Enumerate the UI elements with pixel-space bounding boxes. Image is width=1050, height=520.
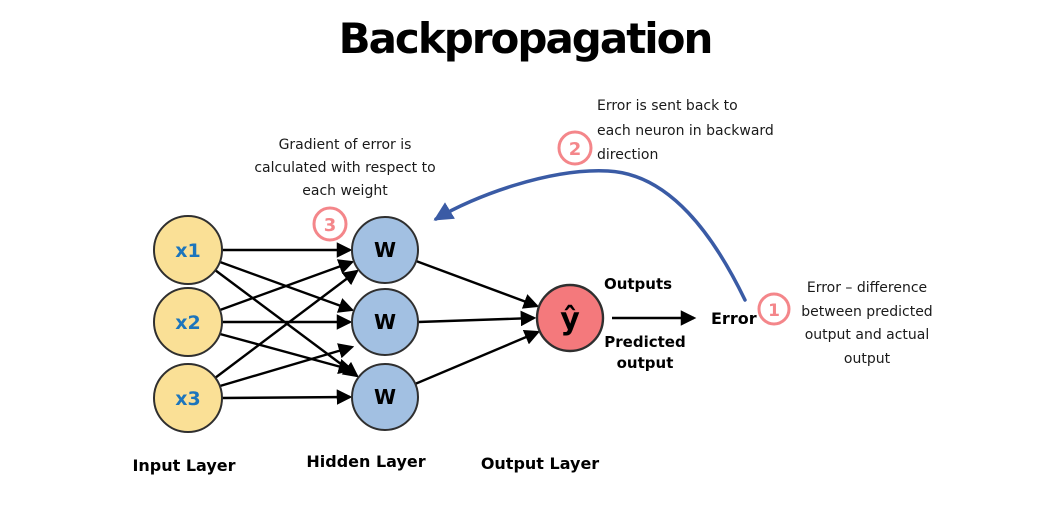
hidden-node-labels: W W W bbox=[374, 238, 396, 409]
input-to-hidden-arrows bbox=[214, 242, 359, 405]
hidden-node-1 bbox=[351, 216, 419, 284]
page-title: Backpropagation bbox=[338, 14, 714, 63]
error-label: Error bbox=[711, 309, 757, 328]
input-node-x2 bbox=[153, 287, 223, 357]
input-layer-label: Input Layer bbox=[132, 456, 236, 475]
backward-annotation: Error is sent back to each neuron in bac… bbox=[597, 94, 797, 168]
hidden-node-2 bbox=[351, 288, 419, 356]
hidden-node-2-label: W bbox=[374, 310, 396, 334]
gradient-annotation-line: calculated with respect to bbox=[254, 160, 436, 176]
backward-annotation-line: each neuron in backward bbox=[597, 122, 774, 139]
backward-annotation-line: direction bbox=[597, 147, 659, 163]
hidden-node-1-label: W bbox=[374, 238, 396, 262]
step-1-badge-number: 1 bbox=[768, 301, 780, 321]
step-2-badge-number: 2 bbox=[569, 139, 582, 160]
error-definition-line: between predicted bbox=[801, 303, 933, 320]
arrow-w1-y bbox=[415, 259, 540, 309]
error-definition-line: Error – difference bbox=[806, 280, 928, 296]
gradient-annotation: Gradient of error is calculated with res… bbox=[238, 134, 452, 203]
arrow-x3-w3 bbox=[221, 389, 353, 405]
gradient-annotation-line: Gradient of error is bbox=[278, 137, 412, 153]
input-node-labels: x1 x2 x3 bbox=[175, 240, 200, 410]
step-3-badge-circle bbox=[312, 206, 348, 242]
arrow-x3-w1 bbox=[214, 269, 359, 379]
step-1-badge-circle bbox=[757, 292, 791, 326]
step-2-badge-circle bbox=[557, 130, 593, 166]
input-node-x3 bbox=[153, 363, 223, 433]
outputs-label: Outputs bbox=[603, 275, 673, 293]
input-node-x3-label: x3 bbox=[175, 388, 200, 410]
output-layer-label: Output Layer bbox=[480, 454, 600, 473]
error-definition-line: output bbox=[843, 350, 891, 367]
gradient-annotation-line: each weight bbox=[302, 183, 388, 199]
predicted-output-label: Predicted output bbox=[604, 333, 686, 372]
arrow-w3-y bbox=[414, 329, 541, 386]
output-node bbox=[535, 283, 605, 353]
step-badges: 3 2 1 bbox=[312, 130, 791, 326]
input-node-x2-label: x2 bbox=[175, 312, 200, 334]
step-3-badge-number: 3 bbox=[324, 215, 337, 236]
arrow-x2-w3 bbox=[219, 332, 355, 375]
output-node-label: ŷ bbox=[560, 302, 580, 337]
hidden-layer-nodes bbox=[351, 216, 419, 431]
hidden-node-3 bbox=[351, 363, 419, 431]
error-definition-line: output and actual bbox=[804, 327, 930, 343]
hidden-to-output-arrows bbox=[414, 259, 541, 386]
hidden-layer-label: Hidden Layer bbox=[306, 452, 426, 471]
backward-error-arrow bbox=[433, 169, 747, 302]
arrow-x3-w2 bbox=[219, 343, 355, 388]
arrow-x2-w1 bbox=[219, 259, 355, 312]
input-layer-nodes bbox=[153, 215, 223, 433]
input-node-x1-label: x1 bbox=[175, 240, 200, 262]
error-definition-annotation: Error – difference between predicted out… bbox=[792, 277, 942, 371]
arrow-w2-y bbox=[417, 310, 537, 327]
hidden-node-3-label: W bbox=[374, 385, 396, 409]
input-node-x1 bbox=[153, 215, 223, 285]
backward-annotation-line: Error is sent back to bbox=[597, 98, 738, 114]
